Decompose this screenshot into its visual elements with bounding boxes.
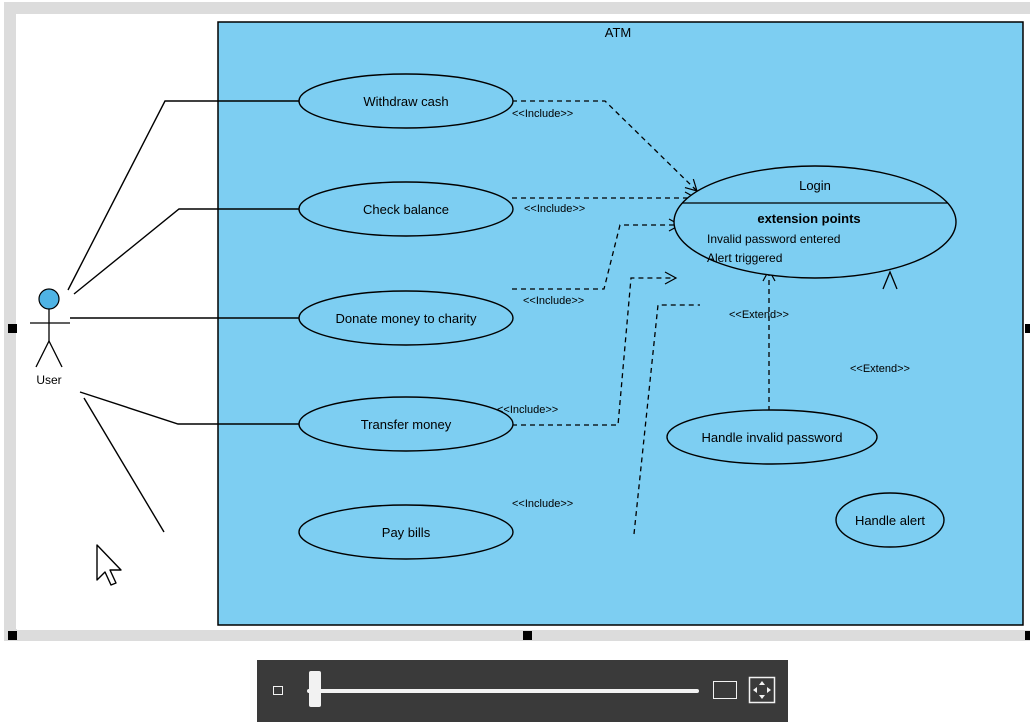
label-extend-invalid: <<Extend>>: [729, 309, 789, 321]
actor-name: User: [36, 373, 61, 387]
use-case-label: Handle alert: [855, 513, 925, 528]
dependencies: [512, 100, 776, 535]
assoc-withdraw[interactable]: [67, 100, 300, 291]
use-case-shape: [298, 73, 514, 129]
zoom-in-icon[interactable]: [713, 681, 737, 699]
extension-point-1: Invalid password entered: [707, 232, 840, 246]
zoom-slider-thumb[interactable]: [308, 671, 321, 707]
assoc-balance[interactable]: [73, 208, 300, 295]
include-withdraw-login[interactable]: [512, 100, 698, 192]
use-case-check-balance[interactable]: Check balance: [298, 181, 514, 237]
use-case-shape: [835, 492, 945, 548]
include-donate-login[interactable]: [512, 218, 682, 290]
use-case-pay-bills[interactable]: Pay bills: [298, 504, 514, 560]
extend-alert-arrowhead: [882, 270, 898, 290]
label-include-donate: <<Include>>: [523, 295, 584, 307]
label-include-transfer: <<Include>>: [497, 404, 558, 416]
label-include-balance: <<Include>>: [524, 203, 585, 215]
mouse-pointer-icon: [96, 544, 122, 586]
resize-handle-bottom-left[interactable]: [8, 631, 17, 640]
use-case-label: Check balance: [363, 202, 449, 217]
zoom-out-icon[interactable]: [273, 686, 283, 695]
system-name: ATM: [605, 25, 631, 40]
actor-leg-right: [48, 340, 63, 368]
zoom-slider-track[interactable]: [307, 689, 699, 693]
use-case-label: Donate money to charity: [336, 311, 477, 326]
assoc-pay[interactable]: [83, 397, 165, 533]
actor-head: [38, 288, 60, 310]
associations: [67, 100, 300, 533]
actor-leg-left: [35, 340, 50, 368]
resize-handle-right[interactable]: [1025, 324, 1030, 333]
resize-handle-left[interactable]: [8, 324, 17, 333]
use-case-withdraw-cash[interactable]: Withdraw cash: [298, 73, 514, 129]
fit-to-screen-icon[interactable]: [748, 676, 776, 704]
use-case-handle-alert[interactable]: Handle alert: [835, 492, 945, 548]
use-case-shape: [673, 165, 957, 279]
use-case-handle-invalid-password[interactable]: Handle invalid password: [666, 409, 878, 465]
use-case-transfer-money[interactable]: Transfer money: [298, 396, 514, 452]
use-case-shape: [298, 290, 514, 346]
label-extend-alert: <<Extend>>: [850, 363, 910, 375]
use-case-label: Pay bills: [382, 525, 431, 540]
use-case-label: Handle invalid password: [702, 430, 843, 445]
use-case-shape: [298, 396, 514, 452]
use-case-label: Transfer money: [361, 417, 452, 432]
use-case-shape: [666, 409, 878, 465]
use-case-login[interactable]: Login extension points Invalid password …: [673, 165, 957, 279]
extension-points-heading: extension points: [757, 211, 860, 226]
include-pay-login[interactable]: [633, 304, 700, 535]
actor-user[interactable]: User: [30, 288, 70, 387]
resize-handle-bottom-right[interactable]: [1025, 631, 1030, 640]
label-include-withdraw: <<Include>>: [512, 108, 573, 120]
zoom-toolbar: [257, 660, 788, 722]
use-case-label: Login: [799, 178, 831, 193]
use-case-shape: [298, 504, 514, 560]
label-include-pay: <<Include>>: [512, 498, 573, 510]
use-case-donate-money[interactable]: Donate money to charity: [298, 290, 514, 346]
resize-handle-bottom[interactable]: [523, 631, 532, 640]
assoc-transfer[interactable]: [79, 391, 300, 425]
extension-point-2: Alert triggered: [707, 251, 782, 265]
use-case-shape: [298, 181, 514, 237]
use-case-label: Withdraw cash: [363, 94, 448, 109]
